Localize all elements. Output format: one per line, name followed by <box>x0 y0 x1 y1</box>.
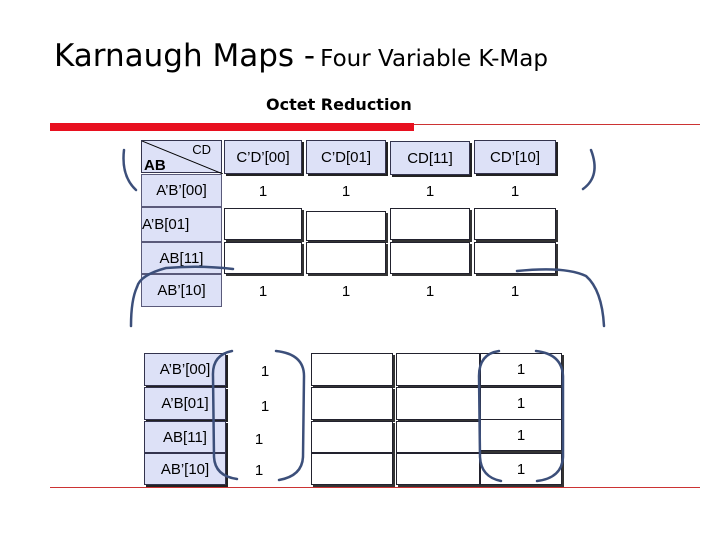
kmap-cell <box>390 242 470 274</box>
kmap2-cell <box>396 387 480 420</box>
kmap-cell <box>390 208 470 240</box>
slide-title: Karnaugh Maps - Four Variable K-Map <box>54 38 548 74</box>
row-header-00: A’B’[00] <box>141 174 222 207</box>
kmap-corner-cell: CD AB <box>141 140 223 174</box>
kmap-cell: 1 <box>510 182 520 200</box>
row-header-11: AB[11] <box>141 242 222 274</box>
title-main: Karnaugh Maps - <box>54 38 316 74</box>
row-header-00: A’B’[00] <box>144 353 226 386</box>
col-header-01: C’D[01] <box>306 140 386 174</box>
kmap-cell <box>224 242 302 274</box>
slide-subtitle: Octet Reduction <box>266 95 412 114</box>
row-header-10: AB’[10] <box>144 453 226 485</box>
accent-bar <box>50 123 414 131</box>
kmap-cell: 1 <box>341 282 351 300</box>
kmap-cell <box>474 242 556 274</box>
row-header-01: A’B[01] <box>144 387 226 420</box>
kmap2-cell <box>311 387 393 420</box>
kmap-cell: 1 <box>425 182 435 200</box>
col-header-00: C’D’[00] <box>224 140 302 174</box>
title-sub: Four Variable K-Map <box>320 46 548 72</box>
kmap2-cell <box>396 353 480 386</box>
group-arc-top-right <box>581 148 596 191</box>
col-variable-label: CD <box>192 142 211 157</box>
group-arc-bottom-left-tail <box>129 285 139 328</box>
kmap2-cell: 1 <box>260 362 270 380</box>
top-rule <box>414 124 700 125</box>
kmap-cell: 1 <box>425 282 435 300</box>
kmap2-cell <box>311 421 393 453</box>
col-header-11: CD[11] <box>390 141 470 175</box>
group-arc-top-left <box>122 148 138 192</box>
bottom-rule <box>50 487 700 488</box>
kmap-cell: 1 <box>258 282 268 300</box>
kmap2-cell: 1 <box>480 453 562 485</box>
kmap-cell <box>306 211 386 241</box>
kmap-cell <box>224 208 302 240</box>
row-header-01: A’B[01] <box>141 207 222 242</box>
kmap2-cell: 1 <box>254 461 264 479</box>
kmap2-cell: 1 <box>480 353 562 386</box>
kmap2-cell: 1 <box>254 430 264 448</box>
row-header-11: AB[11] <box>144 421 226 453</box>
kmap-cell <box>474 208 556 240</box>
kmap2-cell <box>311 453 393 485</box>
kmap-cell: 1 <box>258 182 268 200</box>
row-variable-label: AB <box>144 157 166 174</box>
kmap2-cell: 1 <box>480 387 562 420</box>
corner-diagonal <box>142 141 223 174</box>
kmap-cell: 1 <box>510 282 520 300</box>
col-header-10: CD’[10] <box>474 140 556 174</box>
kmap2-cell <box>396 421 480 453</box>
kmap2-cell: 1 <box>480 419 562 451</box>
kmap2-cell <box>311 353 393 386</box>
kmap2-cell <box>396 453 480 485</box>
row-header-10: AB’[10] <box>141 274 222 307</box>
kmap-cell: 1 <box>341 182 351 200</box>
kmap-cell <box>306 242 386 274</box>
kmap2-cell: 1 <box>260 397 270 415</box>
